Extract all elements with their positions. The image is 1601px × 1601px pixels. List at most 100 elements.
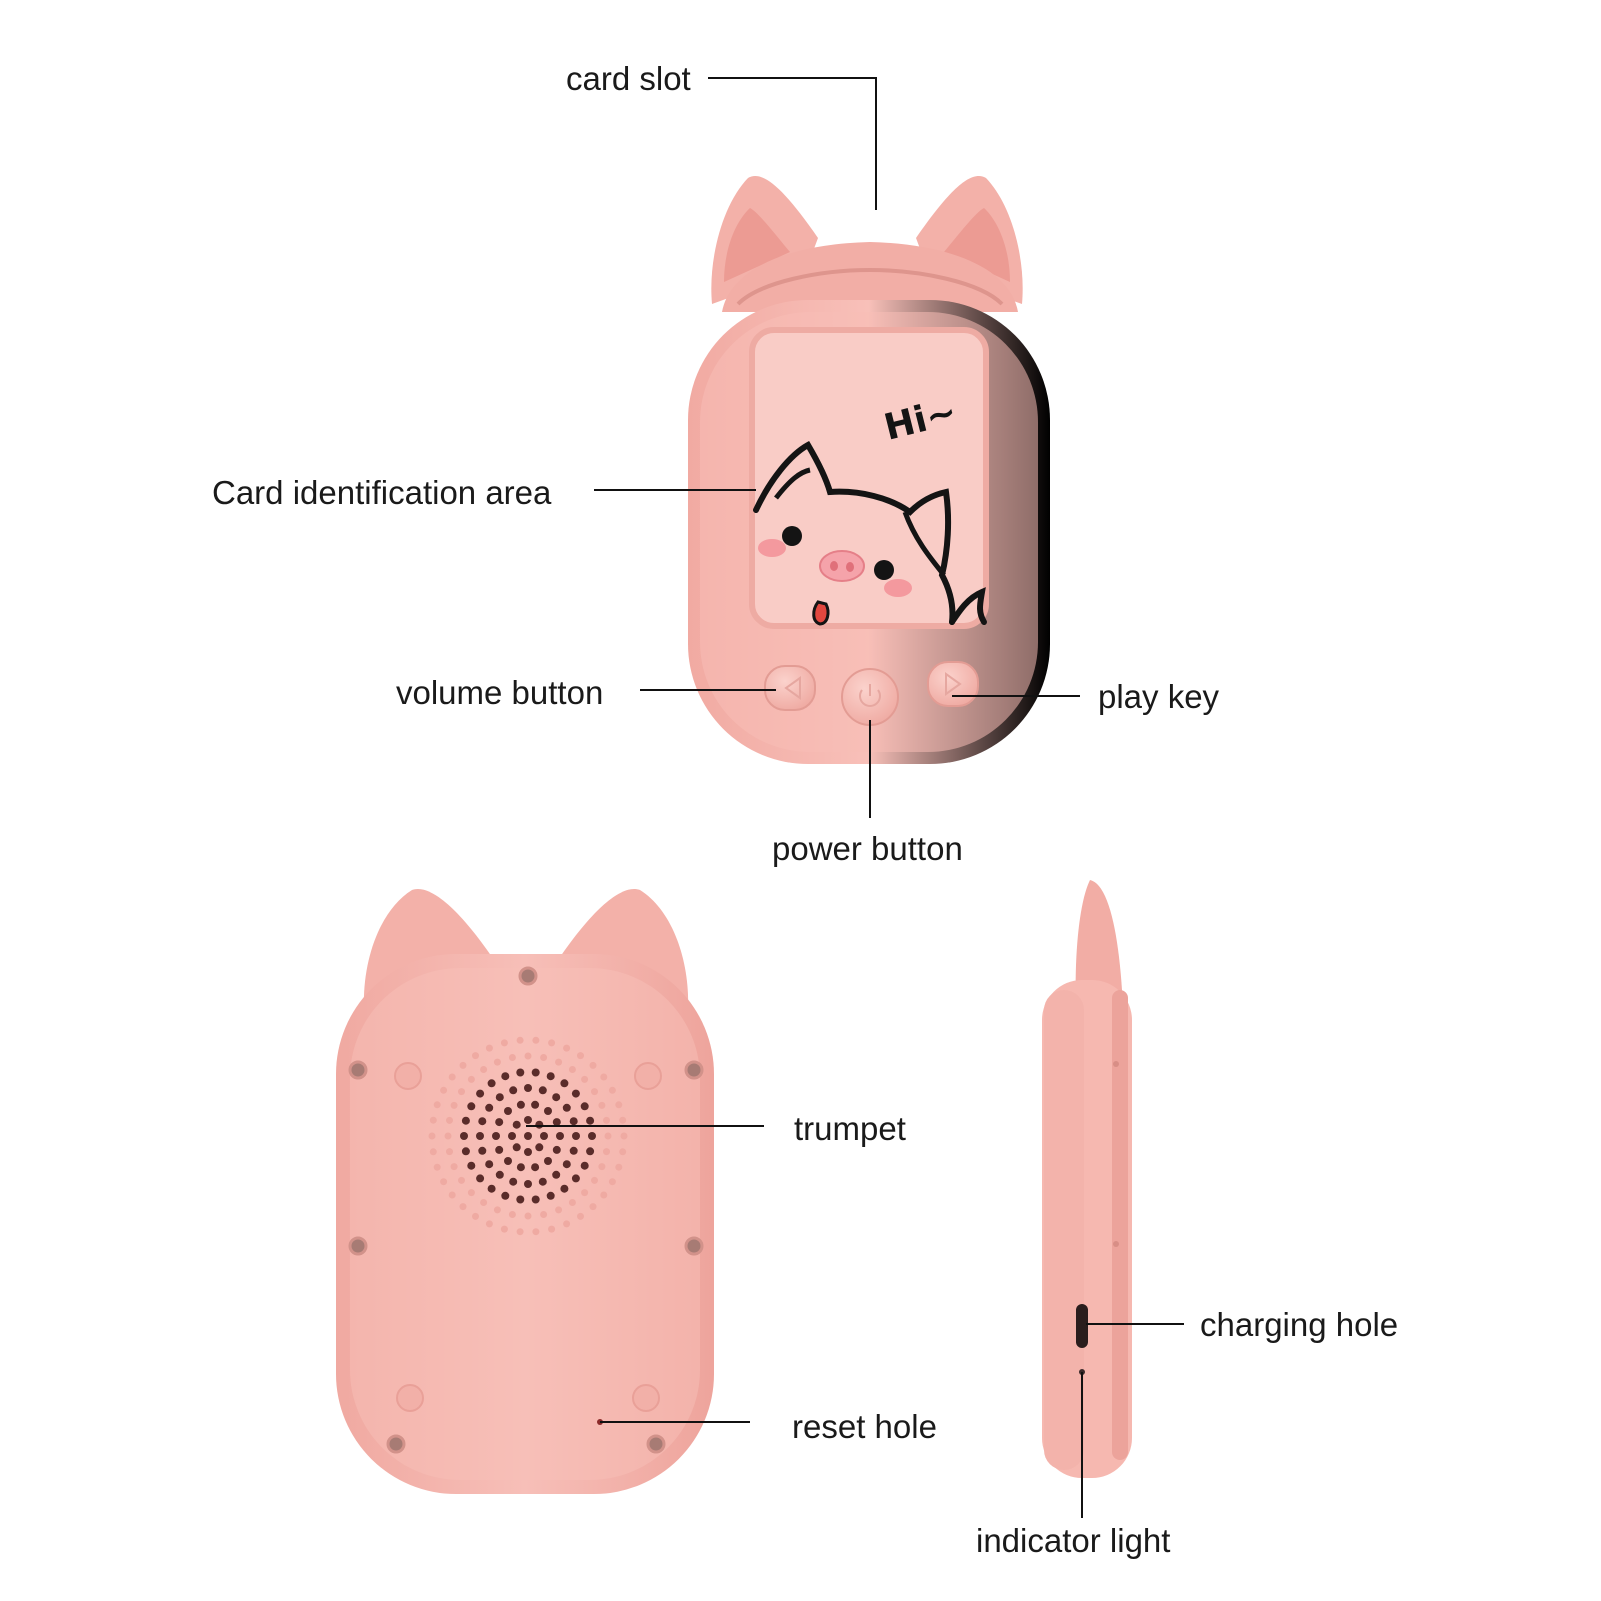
grill-hole xyxy=(500,1225,508,1233)
left-ear-inner xyxy=(724,208,790,282)
grill-hole xyxy=(472,1212,479,1220)
volume-button[interactable] xyxy=(764,665,816,711)
pig-nostril-left xyxy=(830,561,838,571)
grill-hole xyxy=(493,1206,501,1214)
grill-hole xyxy=(512,1120,521,1129)
grill-hole xyxy=(485,1103,494,1112)
grill-hole xyxy=(495,1145,504,1154)
grill-hole xyxy=(560,1184,569,1193)
grill-hole xyxy=(581,1075,589,1083)
grill-hole xyxy=(524,1052,532,1060)
grill-hole xyxy=(548,1225,556,1233)
grill-hole xyxy=(600,1191,608,1199)
grill-hole xyxy=(459,1061,467,1069)
pig-left-ear-line xyxy=(774,467,811,500)
grill-hole xyxy=(586,1116,595,1125)
grill-hole xyxy=(476,1174,485,1183)
grill-hole xyxy=(493,1058,501,1066)
grill-hole xyxy=(552,1118,561,1127)
grill-hole xyxy=(538,1177,547,1186)
pig-right-eye xyxy=(874,560,894,580)
grill-hole xyxy=(440,1178,448,1186)
grill-hole xyxy=(571,1174,580,1183)
grill-hole xyxy=(555,1058,563,1066)
grill-hole xyxy=(495,1118,504,1127)
grill-hole xyxy=(485,1160,494,1169)
grill-hole xyxy=(540,1132,548,1140)
label-charging-hole: charging hole xyxy=(1200,1306,1399,1343)
trumpet-speaker-grill xyxy=(428,1036,628,1236)
grill-hole xyxy=(524,1180,532,1188)
grill-hole xyxy=(460,1132,468,1140)
grill-hole xyxy=(535,1120,544,1129)
grill-hole xyxy=(492,1132,500,1140)
grill-hole xyxy=(467,1075,475,1083)
grill-hole xyxy=(535,1143,544,1152)
grill-hole xyxy=(516,1228,524,1236)
grill-hole xyxy=(508,1054,516,1061)
grill-hole xyxy=(524,1116,532,1124)
pig-right-ear-line xyxy=(902,511,946,577)
label-reset-hole: reset hole xyxy=(792,1408,937,1445)
pig-arm xyxy=(949,587,987,625)
grill-hole xyxy=(552,1145,561,1154)
grill-hole xyxy=(429,1116,437,1124)
grill-hole xyxy=(532,1228,540,1236)
grill-hole xyxy=(588,1132,596,1140)
grill-hole xyxy=(603,1148,610,1156)
grill-hole xyxy=(433,1163,441,1171)
label-play-key: play key xyxy=(1098,678,1220,715)
grill-hole xyxy=(552,1170,561,1179)
grill-hole xyxy=(429,1148,437,1156)
grill-hole xyxy=(459,1203,467,1211)
grill-hole xyxy=(556,1132,564,1140)
side-edge xyxy=(1112,990,1128,1460)
leader-lines xyxy=(526,77,1184,1518)
screws xyxy=(348,966,704,1454)
power-button[interactable] xyxy=(841,668,899,726)
grill-hole xyxy=(524,1148,532,1156)
side-face xyxy=(1044,990,1084,1470)
card-identification-area xyxy=(749,327,989,629)
back-view xyxy=(336,888,714,1494)
grill-hole xyxy=(562,1160,571,1169)
grill-hole xyxy=(440,1086,448,1094)
play-key[interactable] xyxy=(927,661,979,707)
label-power-button: power button xyxy=(772,830,963,867)
grill-hole xyxy=(568,1066,576,1073)
grill-hole xyxy=(448,1073,456,1081)
grill-hole xyxy=(516,1163,525,1172)
grill-hole xyxy=(504,1107,512,1115)
grill-hole xyxy=(516,1036,524,1044)
pig-mouth xyxy=(812,600,830,626)
grill-hole xyxy=(480,1199,488,1206)
grill-hole xyxy=(538,1086,547,1095)
grill-hole xyxy=(571,1089,580,1098)
grill-hole xyxy=(555,1206,563,1214)
grill-hole xyxy=(598,1101,606,1109)
label-card-identification-area: Card identification area xyxy=(212,474,552,511)
power-icon xyxy=(859,689,881,707)
grill-hole xyxy=(509,1086,518,1095)
grill-hole xyxy=(501,1072,510,1081)
grill-hole xyxy=(562,1103,571,1112)
grill-hole xyxy=(591,1176,598,1184)
grill-hole xyxy=(448,1191,456,1199)
grill-hole xyxy=(472,1052,479,1060)
label-indicator-light: indicator light xyxy=(976,1522,1171,1559)
grill-hole xyxy=(552,1093,561,1102)
grill-hole xyxy=(461,1116,470,1125)
grill-hole xyxy=(572,1132,580,1140)
grill-hole xyxy=(512,1143,521,1152)
grill-hole xyxy=(495,1093,504,1102)
grill-hole xyxy=(524,1212,532,1220)
grill-hole xyxy=(450,1163,458,1171)
grill-hole xyxy=(508,1132,516,1140)
pig-nostril-right xyxy=(846,562,854,572)
grill-hole xyxy=(485,1220,493,1228)
grill-hole xyxy=(544,1107,552,1115)
grill-hole xyxy=(615,1101,623,1109)
grill-hole xyxy=(516,1195,525,1204)
grill-hole xyxy=(531,1163,540,1172)
